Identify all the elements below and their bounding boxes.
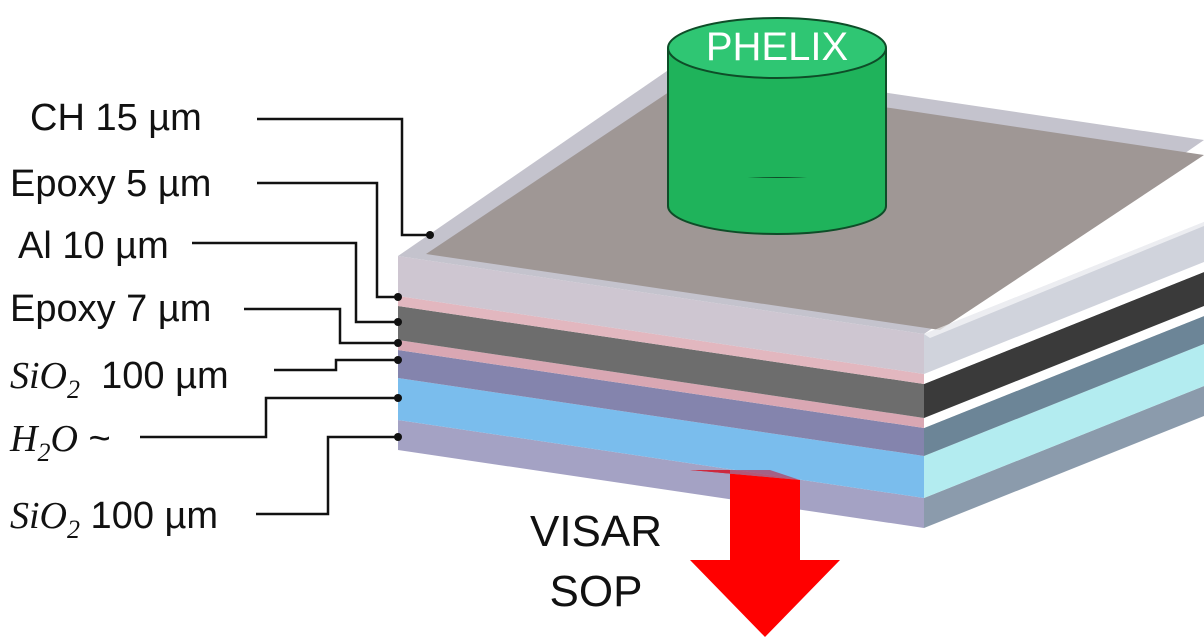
- layer-epoxy-7: [398, 306, 1204, 428]
- layer-h2o: [398, 344, 1204, 498]
- diagnostic-arrow: [690, 470, 840, 637]
- leader-epoxy-5: [257, 181, 398, 299]
- layer-sio2-top: [398, 316, 1204, 456]
- layer-ch: [398, 62, 1204, 374]
- label-epoxy-7: Epoxy 7 µm: [10, 288, 211, 330]
- sop-label: SOP: [550, 567, 643, 616]
- visar-label: VISAR: [530, 507, 662, 556]
- layer-al: [398, 272, 1204, 418]
- phelix-cylinder-top: [667, 17, 887, 79]
- leader-h2o-dot: [394, 394, 402, 402]
- layer-sio2-top-side: [924, 316, 1204, 456]
- layer-epoxy-5-front: [398, 296, 924, 384]
- layer-epoxy-7-side: [924, 306, 1204, 428]
- leader-epoxy-7-dot: [394, 339, 402, 347]
- label-sio2-bottom: SiO2 100 µm: [10, 495, 218, 544]
- layer-h2o-side: [924, 344, 1204, 498]
- leader-ch-dot: [426, 231, 434, 239]
- phelix-label: PHELIX: [706, 25, 848, 69]
- leader-sio2-bottom-dot: [394, 433, 402, 441]
- layer-al-front: [398, 306, 924, 418]
- phelix-beam: PHELIX: [667, 17, 887, 235]
- layer-sio2-top-front: [398, 350, 924, 456]
- layer-al-side: [924, 272, 1204, 418]
- leader-al: [192, 241, 398, 324]
- label-sio2-top: SiO2 100 µm: [10, 355, 229, 404]
- leader-sio2-top-dot: [394, 356, 402, 364]
- layer-epoxy-7-front: [398, 340, 924, 428]
- layer-h2o-front: [398, 378, 924, 498]
- leader-h2o: [140, 396, 398, 439]
- visar-arrow-tail-shadow: [690, 470, 800, 480]
- layer-ch-edge-highlight: [924, 222, 1204, 338]
- leader-al-dot: [394, 318, 402, 326]
- label-h2o: H2O ~: [9, 418, 111, 467]
- label-ch: CH 15 µm: [30, 97, 202, 139]
- label-epoxy-5: Epoxy 5 µm: [10, 163, 211, 205]
- leader-epoxy-5-dot: [394, 293, 402, 301]
- phelix-cylinder-joint: [669, 178, 885, 206]
- leader-epoxy-7: [244, 307, 398, 345]
- leader-ch: [257, 117, 430, 237]
- layer-ch-side: [924, 222, 1204, 374]
- layer-sio2-bottom-side: [924, 386, 1204, 528]
- layer-ch-front: [398, 256, 924, 374]
- leader-sio2-bottom: [256, 435, 398, 516]
- label-al: Al 10 µm: [18, 225, 169, 267]
- layer-epoxy-5: [398, 262, 1204, 384]
- visar-arrow-shape: [690, 470, 840, 637]
- leader-sio2-top: [274, 358, 398, 372]
- layer-epoxy-5-side: [924, 262, 1204, 384]
